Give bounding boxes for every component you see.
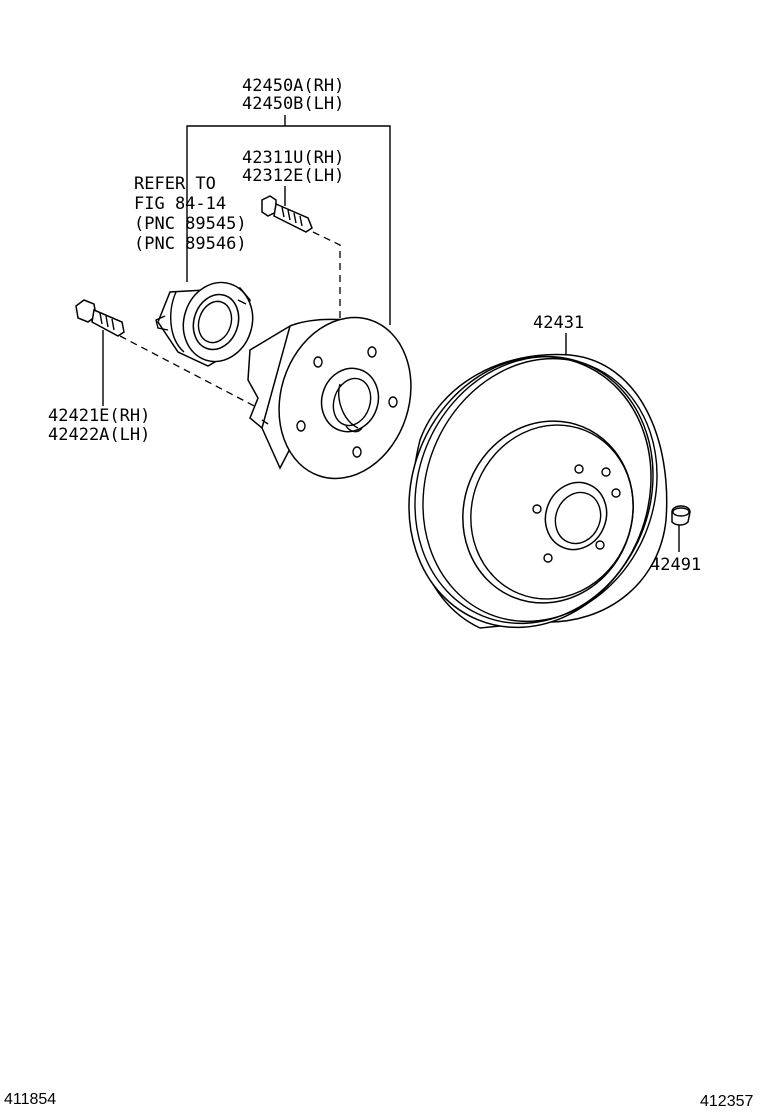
label-stud-rh: 42311U(RH): [242, 148, 344, 168]
label-stud-lh: 42312E(LH): [242, 166, 344, 186]
label-refer-1: REFER TO: [134, 174, 216, 194]
hub-assembly-illustration: [247, 316, 412, 480]
hub-stud-illustration: [261, 195, 313, 233]
label-refer-3: (PNC 89545): [134, 214, 247, 234]
label-bolt-rh: 42421E(RH): [48, 406, 150, 426]
brake-disc-illustration: [408, 353, 668, 629]
plug-illustration: [671, 505, 691, 526]
label-bolt-lh: 42422A(LH): [48, 425, 150, 445]
label-disc: 42431: [533, 313, 584, 333]
bolt-illustration: [75, 299, 125, 337]
bearing-illustration: [155, 281, 254, 367]
leader-lines: [102, 115, 680, 552]
assembly-dash-lines: [119, 231, 341, 411]
label-refer-2: FIG 84-14: [134, 194, 226, 214]
label-plug: 42491: [650, 555, 701, 575]
footer-right-code: 412357: [700, 1093, 753, 1110]
label-hub-lh: 42450B(LH): [242, 94, 344, 114]
label-hub-rh: 42450A(RH): [242, 76, 344, 96]
footer-left-code: 411854: [4, 1091, 56, 1108]
label-refer-4: (PNC 89546): [134, 234, 247, 254]
